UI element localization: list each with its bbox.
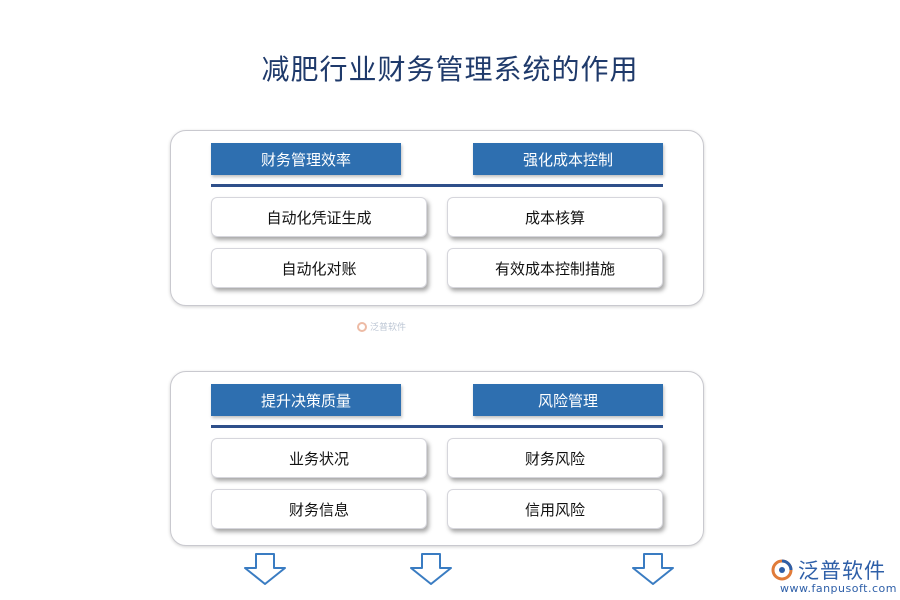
item-cost-control-measures: 有效成本控制措施 — [447, 248, 663, 288]
down-arrow-icon — [410, 553, 452, 585]
header-cost-control: 强化成本控制 — [473, 143, 663, 175]
item-credit-risk: 信用风险 — [447, 489, 663, 529]
item-financial-risk: 财务风险 — [447, 438, 663, 478]
item-financial-info: 财务信息 — [211, 489, 427, 529]
panel-decision-quality: 提升决策质量 风险管理 业务状况 财务信息 财务风险 信用风险 — [170, 371, 704, 546]
brand-url: www.fanpusoft.com — [780, 582, 897, 595]
item-auto-voucher: 自动化凭证生成 — [211, 197, 427, 237]
diagram-title: 减肥行业财务管理系统的作用 — [261, 53, 639, 86]
down-arrow-icon — [632, 553, 674, 585]
divider-line — [211, 425, 663, 428]
item-business-status: 业务状况 — [211, 438, 427, 478]
panel-financial-efficiency: 财务管理效率 强化成本控制 自动化凭证生成 自动化对账 成本核算 有效成本控制措… — [170, 130, 704, 306]
header-financial-efficiency: 财务管理效率 — [211, 143, 401, 175]
watermark-text: 泛普软件 — [370, 323, 407, 333]
brand-name: 泛普软件 — [798, 559, 886, 583]
header-risk-management: 风险管理 — [473, 384, 663, 416]
header-decision-quality: 提升决策质量 — [211, 384, 401, 416]
item-auto-reconciliation: 自动化对账 — [211, 248, 427, 288]
item-cost-accounting: 成本核算 — [447, 197, 663, 237]
brand-logo: 泛普软件 — [770, 555, 886, 585]
watermark-center: 泛普软件 — [357, 320, 406, 333]
brand-logo-icon — [357, 321, 367, 332]
down-arrow-icon — [244, 553, 286, 585]
fanpu-logo-icon — [771, 559, 793, 581]
divider-line — [211, 184, 663, 187]
